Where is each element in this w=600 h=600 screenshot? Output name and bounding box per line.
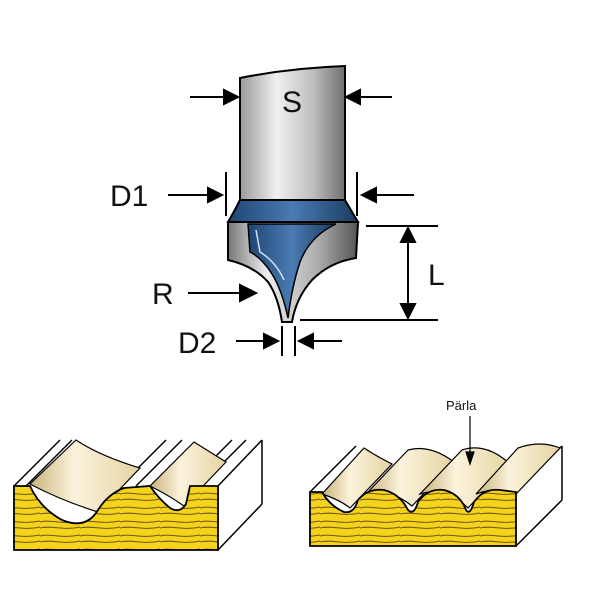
shank bbox=[239, 64, 346, 201]
label-s: S bbox=[282, 86, 302, 119]
dimension-r bbox=[188, 283, 259, 303]
label-r: R bbox=[152, 278, 174, 311]
workpiece-right bbox=[309, 443, 563, 547]
dimension-s bbox=[190, 88, 392, 106]
label-d1: D1 bbox=[110, 180, 148, 213]
carbide-flute bbox=[247, 223, 337, 319]
label-d2: D2 bbox=[178, 327, 216, 360]
wood-front-left bbox=[13, 485, 219, 551]
label-bead: Pärla bbox=[446, 398, 477, 413]
carbide-collar bbox=[226, 199, 360, 223]
wood-front-right bbox=[309, 488, 517, 547]
bead-arrow bbox=[465, 416, 475, 466]
dimension-l bbox=[300, 225, 438, 321]
workpiece-left bbox=[13, 439, 263, 551]
dimension-d1 bbox=[168, 172, 414, 216]
label-l: L bbox=[428, 259, 445, 292]
dimension-d2 bbox=[236, 326, 342, 356]
router-bit bbox=[226, 64, 360, 323]
